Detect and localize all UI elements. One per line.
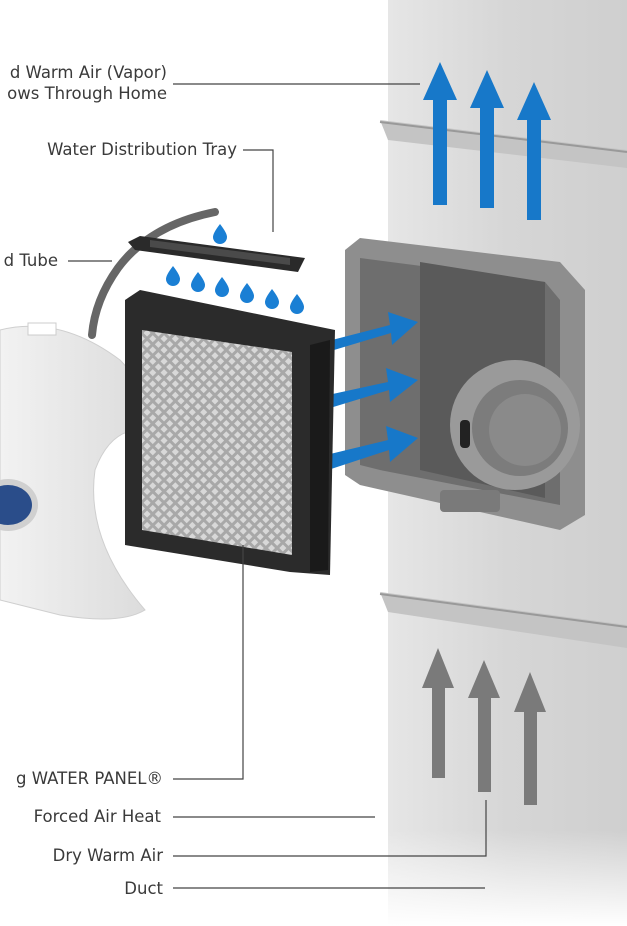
water-drop-icon [213, 224, 227, 244]
up-arrow-icon [468, 660, 500, 792]
label-duct: Duct [124, 879, 163, 898]
water-drop-icon [166, 266, 180, 286]
water-drop-icon [240, 283, 254, 303]
label-water-panel: g WATER PANEL® [16, 769, 163, 788]
up-arrow-icon [423, 62, 457, 205]
humidifier-body [0, 322, 146, 620]
dry-air-arrows [422, 648, 546, 805]
feed-tube [88, 208, 219, 339]
up-arrow-icon [517, 82, 551, 220]
leader-lines [68, 83, 487, 889]
water-drop-icon [215, 277, 229, 297]
water-drop-icon [191, 272, 205, 292]
water-panel [125, 290, 335, 575]
right-arrow-icon [326, 426, 418, 470]
up-arrow-icon [470, 70, 504, 208]
label-feed-tube: d Tube [4, 251, 58, 270]
water-distribution-tray [128, 236, 305, 272]
up-arrow-icon [422, 648, 454, 778]
water-drops [166, 224, 304, 314]
water-drop-icon [265, 289, 279, 309]
label-vapor-line1: d Warm Air (Vapor) [10, 63, 167, 82]
water-drop-icon [290, 294, 304, 314]
right-arrow-icon [328, 368, 418, 408]
vapor-arrows [423, 62, 551, 220]
up-arrow-icon [514, 672, 546, 805]
airflow-arrows [326, 312, 418, 470]
label-vapor-line2: ows Through Home [7, 84, 167, 103]
label-dry-warm-air: Dry Warm Air [53, 846, 164, 865]
label-forced-air-heat: Forced Air Heat [34, 807, 162, 826]
label-water-distribution-tray: Water Distribution Tray [47, 140, 237, 159]
right-arrow-icon [332, 312, 418, 350]
